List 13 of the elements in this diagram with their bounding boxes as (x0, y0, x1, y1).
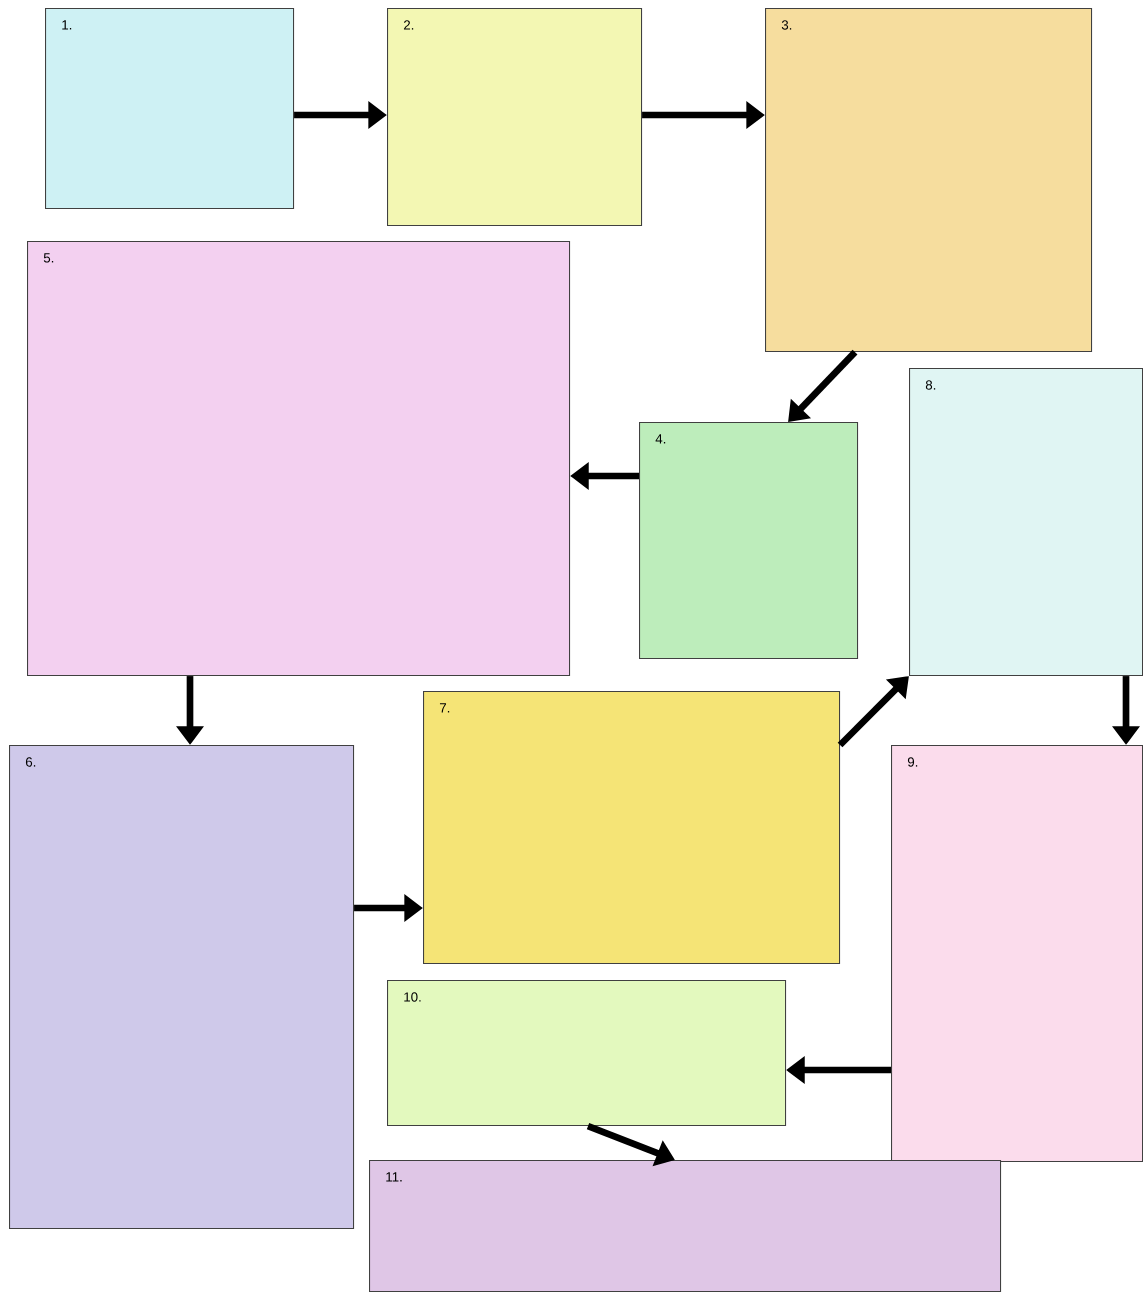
numbered-box: 2. (387, 8, 643, 227)
numbered-box: 11. (369, 1160, 1002, 1293)
numbered-box: 3. (765, 8, 1093, 353)
arrow (837, 676, 909, 748)
arrow (788, 349, 858, 422)
numbered-box: 9. (891, 745, 1143, 1163)
numbered-box: 10. (387, 980, 787, 1127)
numbered-box: 6. (9, 745, 355, 1230)
numbered-box: 5. (27, 241, 571, 677)
numbered-box: 4. (639, 422, 859, 660)
numbered-box: 7. (423, 691, 841, 965)
numbered-box: 8. (909, 368, 1143, 677)
numbered-box: 1. (45, 8, 295, 210)
